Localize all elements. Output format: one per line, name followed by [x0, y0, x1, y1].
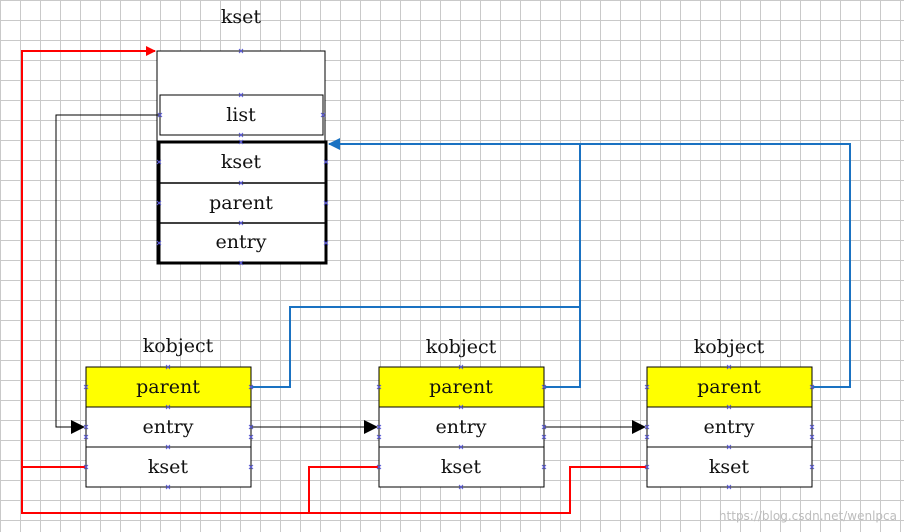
kobject-3-title: kobject	[694, 336, 765, 358]
watermark-text: https://blog.csdn.net/wenlpca	[719, 509, 897, 523]
kobject-2-title: kobject	[426, 336, 497, 358]
kobject-1-title: kobject	[143, 335, 214, 357]
kset-list-to-kobject-1-link	[55, 114, 160, 434]
kobject-box-2: kobject parent entry kset	[378, 336, 545, 488]
kset-entry-label: entry	[216, 231, 267, 253]
kobject-3-kset-label: kset	[709, 456, 750, 478]
kobject-1-entry-label: entry	[143, 416, 194, 438]
kobject-2-parent-label: parent	[429, 376, 493, 398]
kobject-1-parent-link	[251, 144, 581, 388]
kobject-3-parent-field	[646, 366, 813, 408]
kobject-3-kset-field	[646, 446, 813, 488]
kobject-2-kset-field	[378, 446, 545, 488]
kset-pointer-links	[21, 46, 647, 514]
kobject-2-entry-label: entry	[436, 416, 487, 438]
kobject-2-parent-field	[378, 366, 545, 408]
kset-box: kset list kset parent entry	[156, 6, 328, 265]
kobject-3-parent-link	[328, 138, 851, 388]
kobject-box-1: kobject parent entry kset	[85, 335, 252, 488]
kset-kset-label: kset	[221, 151, 262, 173]
kobject-3-entry-field	[646, 406, 813, 448]
kobject-3-entry-label: entry	[704, 416, 755, 438]
kobject-1-kset-link	[21, 46, 156, 468]
kset-list-label: list	[226, 104, 256, 126]
kobject-1-kset-label: kset	[148, 456, 189, 478]
kset-title: kset	[221, 6, 262, 28]
kobject-3-kset-link	[309, 466, 647, 514]
kobject-box-3: kobject parent entry kset	[646, 336, 813, 488]
connection-point-markers	[83, 48, 815, 490]
kobject-1-entry-field	[85, 406, 252, 448]
kset-embedded-kobject	[157, 140, 328, 265]
kobject-2-parent-link	[544, 307, 581, 388]
kobject-1-parent-label: parent	[136, 376, 200, 398]
kobject-1-kset-field	[85, 446, 252, 488]
kset-parent-label: parent	[209, 192, 273, 214]
parent-pointer-links	[251, 138, 851, 388]
kobject-3-parent-label: parent	[697, 376, 761, 398]
kobject-2-kset-label: kset	[441, 456, 482, 478]
kobject-1-parent-field	[85, 366, 252, 408]
entry-list-links	[55, 114, 646, 434]
